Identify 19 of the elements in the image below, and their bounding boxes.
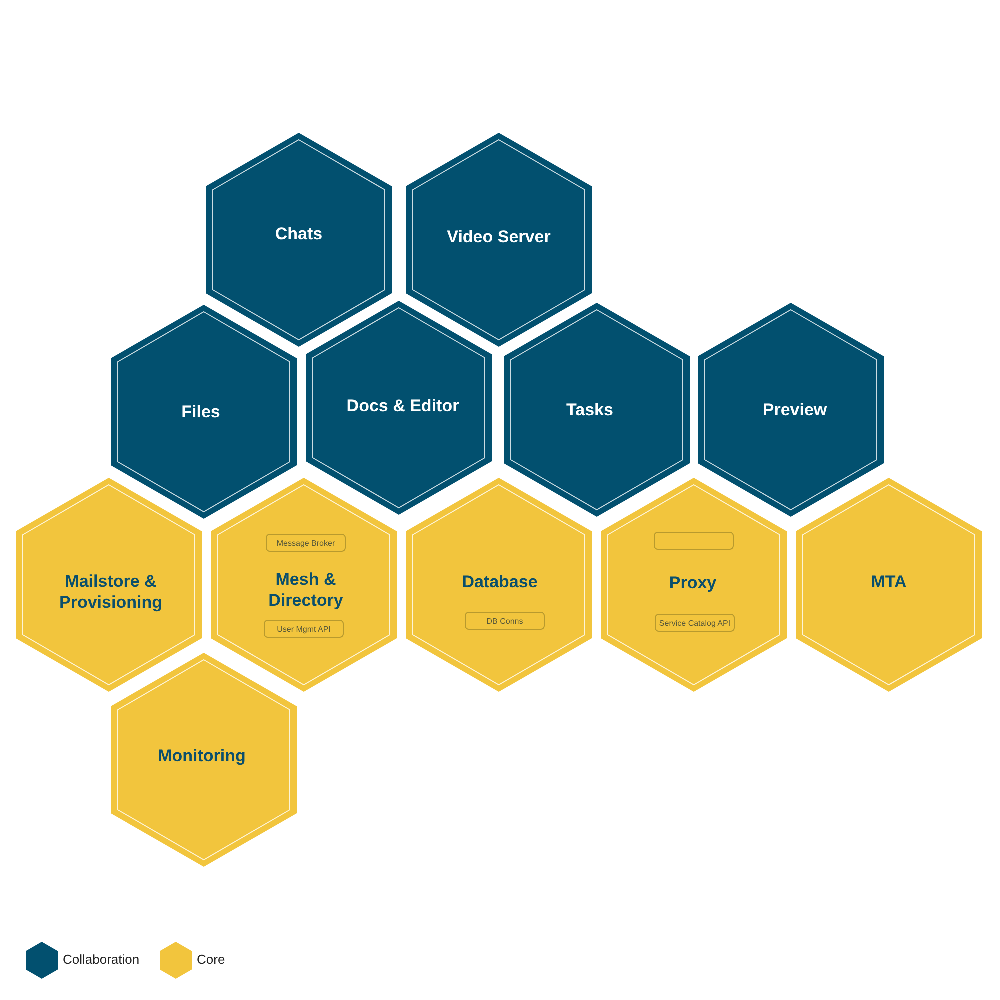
tag-outline [654,532,734,550]
hexagon-title: Files [180,402,222,422]
hexagon-title: Preview [762,400,828,420]
hexagon-title: Proxy [668,572,718,594]
hexagon-title: Database [461,572,539,592]
hexagon-title: Docs & Editor [346,396,460,416]
hexagon-title: Monitoring [157,746,247,766]
hexagon-title: Mailstore & Provisioning [58,571,164,613]
hexagon-title: MTA [870,572,908,592]
tag-label: Service Catalog API [655,614,735,632]
hexagon-title: Chats [274,224,324,244]
legend-label: Collaboration [63,952,140,967]
hexagon-title: Mesh & Directory [268,569,344,611]
tag-label: Message Broker [266,534,346,552]
legend-label: Core [197,952,226,967]
tag-label: DB Conns [465,612,545,630]
hexagon-title: Tasks [566,400,614,420]
tag-label: User Mgmt API [264,620,344,638]
hexagon-title: Video Server [446,226,552,248]
